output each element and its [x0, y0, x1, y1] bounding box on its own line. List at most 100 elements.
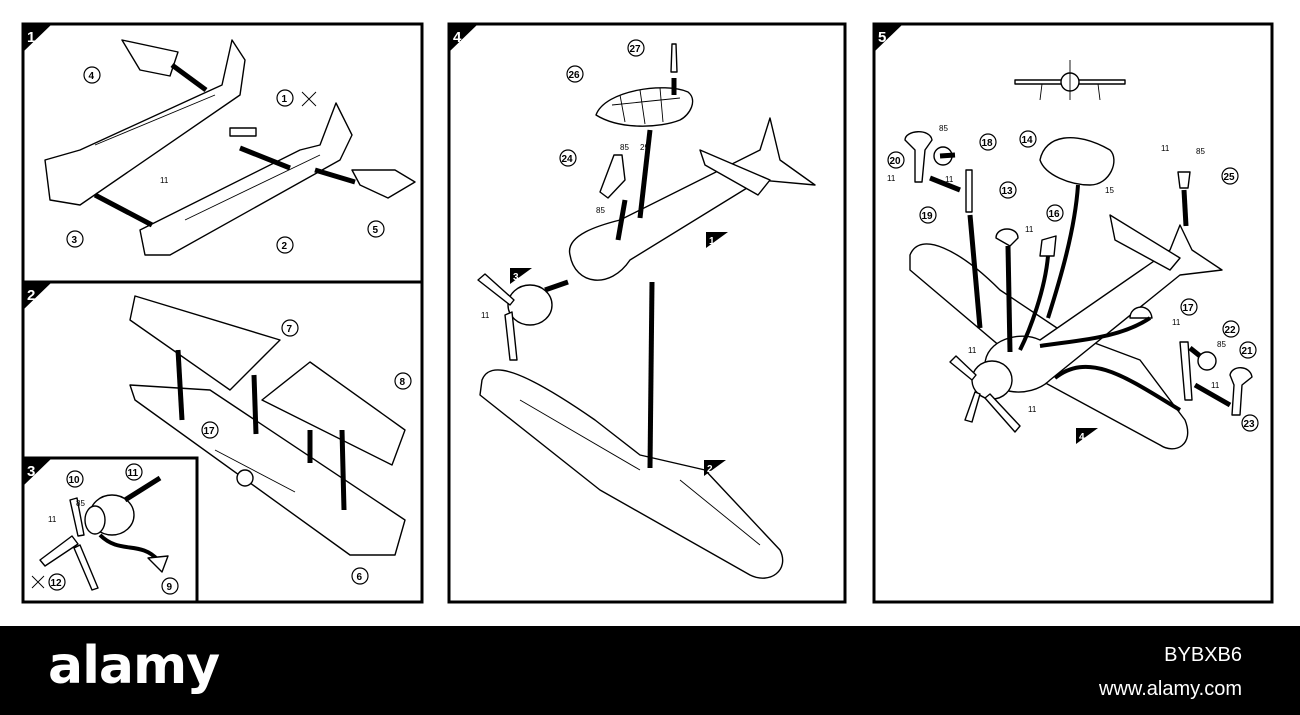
svg-text:2: 2: [707, 464, 713, 475]
callout-26: 26: [566, 65, 584, 83]
pilot-figure: [599, 154, 626, 199]
label-11-g: 11: [968, 346, 977, 355]
arrow-engine: [544, 279, 569, 293]
callout-4: 4: [83, 66, 101, 84]
label-85-a: 85: [939, 124, 948, 133]
arrow-gear-door-left: [929, 175, 961, 193]
svg-text:24: 24: [562, 154, 574, 165]
callout-23: 23: [1241, 414, 1259, 432]
arrow-wheel-left: [939, 152, 956, 159]
label-85-c: 85: [1217, 340, 1226, 349]
fuselage-right-detail: [184, 154, 321, 221]
svg-text:11: 11: [128, 468, 139, 479]
svg-text:1: 1: [709, 236, 715, 247]
arrow-wheel-right: [1188, 346, 1202, 358]
panel-1: 1 4 1 3 2 5 11: [21, 22, 424, 284]
peg-arrow-4: [339, 429, 347, 511]
arrow-fairing: [1039, 316, 1152, 348]
wing-assembled: [479, 369, 784, 579]
pilot-paint-85: 85: [620, 143, 629, 152]
svg-text:3: 3: [513, 272, 519, 283]
svg-text:13: 13: [1002, 186, 1014, 197]
svg-text:7: 7: [287, 324, 293, 335]
aircraft-tailplane: [1109, 214, 1181, 271]
panel-5-frame: [872, 22, 1274, 604]
callout-2: 2: [276, 236, 294, 254]
gear-leg-right: [1179, 341, 1193, 401]
fuselage-right-half: [139, 102, 353, 256]
gear-door-left: [904, 131, 933, 183]
svg-text:3: 3: [72, 235, 78, 246]
label-11-c: 11: [1161, 144, 1170, 153]
callout-14: 14: [1019, 130, 1037, 148]
brand-logo: alamy: [48, 636, 220, 696]
canopy-frames: [611, 87, 681, 125]
callout-27: 27: [627, 39, 645, 57]
svg-text:12: 12: [51, 578, 63, 589]
svg-text:21: 21: [1242, 346, 1254, 357]
callout-16: 16: [1046, 204, 1064, 222]
panel-1-badge: [23, 24, 52, 52]
svg-text:26: 26: [569, 70, 581, 81]
upper-wing-right: [261, 361, 406, 466]
callout-17b: 17: [1180, 298, 1198, 316]
svg-text:22: 22: [1225, 325, 1237, 336]
arrow-fuselage: [93, 192, 154, 228]
label-11-d: 11: [1025, 225, 1034, 234]
gear-part-13: [995, 228, 1019, 247]
arrow-tailplane: [314, 167, 356, 185]
cowl-flap-part: [1039, 136, 1115, 186]
callout-21: 21: [1239, 341, 1257, 359]
panel-5-badge: [874, 24, 903, 52]
arrow-right-gear: [1053, 364, 1182, 412]
upper-wing-left: [129, 295, 281, 391]
front-view-gear: [1039, 60, 1101, 101]
label-11-h: 11: [1028, 405, 1037, 414]
arrow-cowl-flap: [1046, 184, 1080, 319]
paint-code-label: 11: [160, 176, 169, 185]
panel-4: 4 27 26 24 85 29 85 11 1 3 2: [447, 22, 847, 604]
label-11-b: 11: [887, 174, 896, 183]
sub-step-3: 3: [510, 268, 532, 284]
callout-19: 19: [919, 206, 937, 224]
tailplane-part: [121, 39, 179, 77]
callout-5: 5: [367, 220, 385, 238]
svg-text:4: 4: [89, 71, 95, 82]
arrow-part-13: [1005, 245, 1013, 353]
discard-icon: [301, 91, 317, 107]
arrow-part-16: [1018, 255, 1050, 351]
sub-step-2: 2: [704, 460, 726, 476]
arrow-tail-fin: [170, 62, 208, 93]
label-11-e: 11: [1172, 318, 1181, 327]
svg-text:1: 1: [282, 94, 288, 105]
small-rod-part: [229, 127, 257, 137]
svg-text:23: 23: [1244, 419, 1256, 430]
svg-text:16: 16: [1049, 209, 1061, 220]
aircraft-propeller: [949, 355, 1021, 433]
fuselage-detail-line: [94, 94, 216, 146]
discard-icon-2: [31, 575, 45, 589]
arrow-gear-door-right: [1193, 382, 1232, 408]
instruction-sheet: 1 4 1 3 2 5 11 2: [21, 22, 1274, 604]
svg-text:18: 18: [982, 138, 994, 149]
exhaust-part: [147, 555, 169, 573]
peg-arrow-1: [175, 349, 185, 421]
gear-door-right: [1229, 367, 1253, 416]
wheel-right: [1197, 351, 1217, 371]
propeller-assembled: [477, 273, 518, 361]
label-85-b: 85: [1196, 147, 1205, 156]
panel-3: 3 11 10 12 9 85 11: [21, 456, 199, 604]
callout-7: 7: [281, 319, 299, 337]
svg-text:10: 10: [69, 475, 81, 486]
callout-8: 8: [394, 372, 412, 390]
image-id: BYBXB6: [1164, 644, 1242, 666]
tailplane-assembled: [699, 149, 771, 196]
svg-text:27: 27: [630, 44, 642, 55]
callout-10: 10: [66, 470, 84, 488]
callout-13: 13: [999, 181, 1017, 199]
callout-20: 20: [887, 151, 905, 169]
panel-2-step: 2: [27, 287, 35, 304]
callout-1: 1: [276, 89, 294, 107]
engine-assembled: [507, 284, 553, 326]
arrow-tail-wheel: [1181, 189, 1189, 227]
